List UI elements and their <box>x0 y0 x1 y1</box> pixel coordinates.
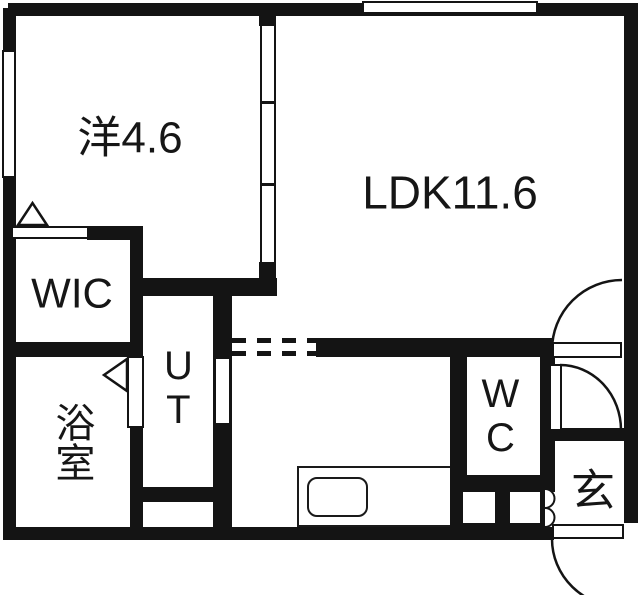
room-label-entrance: 玄 <box>571 466 615 516</box>
ldk-hall-door-arc <box>550 278 623 351</box>
storage-cell <box>463 492 495 523</box>
sliding-door-divider <box>260 101 276 104</box>
bathroom-door-direction-triangle <box>101 356 129 394</box>
wc-door-arc <box>559 363 623 431</box>
wall-segment <box>13 342 143 357</box>
wic-door-direction-triangle <box>15 200 50 227</box>
room-label-utility: UT <box>156 344 201 432</box>
room-label-western-room: 洋4.6 <box>77 113 183 163</box>
room-label-ldk: LDK11.6 <box>362 166 538 219</box>
wall-segment <box>259 262 276 280</box>
kitchen-sink <box>307 477 368 517</box>
utility-sliding-door <box>214 357 231 425</box>
entrance-double-arc-symbol <box>544 488 556 528</box>
open-passage-dashed-line <box>232 351 316 356</box>
wall-segment <box>316 338 553 357</box>
wall-segment <box>143 487 213 502</box>
entrance-door-leaf <box>552 524 624 539</box>
storage-cell <box>510 492 540 523</box>
wic-folding-door <box>11 226 89 239</box>
entrance-step <box>545 428 625 441</box>
window-left <box>2 50 16 178</box>
wall-segment <box>3 527 554 540</box>
wc-door-leaf <box>549 364 562 431</box>
entrance-door-arc <box>550 538 585 595</box>
wall-segment <box>87 226 143 240</box>
wall-segment <box>259 16 276 26</box>
wall-segment <box>8 3 638 16</box>
sliding-door-divider <box>260 183 276 186</box>
room-label-bathroom: 浴室 <box>49 402 94 482</box>
ldk-hall-door-leaf <box>552 342 622 358</box>
wall-segment <box>143 278 277 296</box>
window-top <box>362 1 538 14</box>
room-label-toilet: WC <box>478 372 523 460</box>
wall-segment <box>130 240 143 357</box>
sliding-door-bedroom-ldk <box>260 24 276 264</box>
bathroom-door <box>127 356 144 428</box>
wall-segment <box>624 3 638 523</box>
room-label-wic: WIC <box>31 269 113 317</box>
open-passage-dashed-line <box>232 338 316 343</box>
